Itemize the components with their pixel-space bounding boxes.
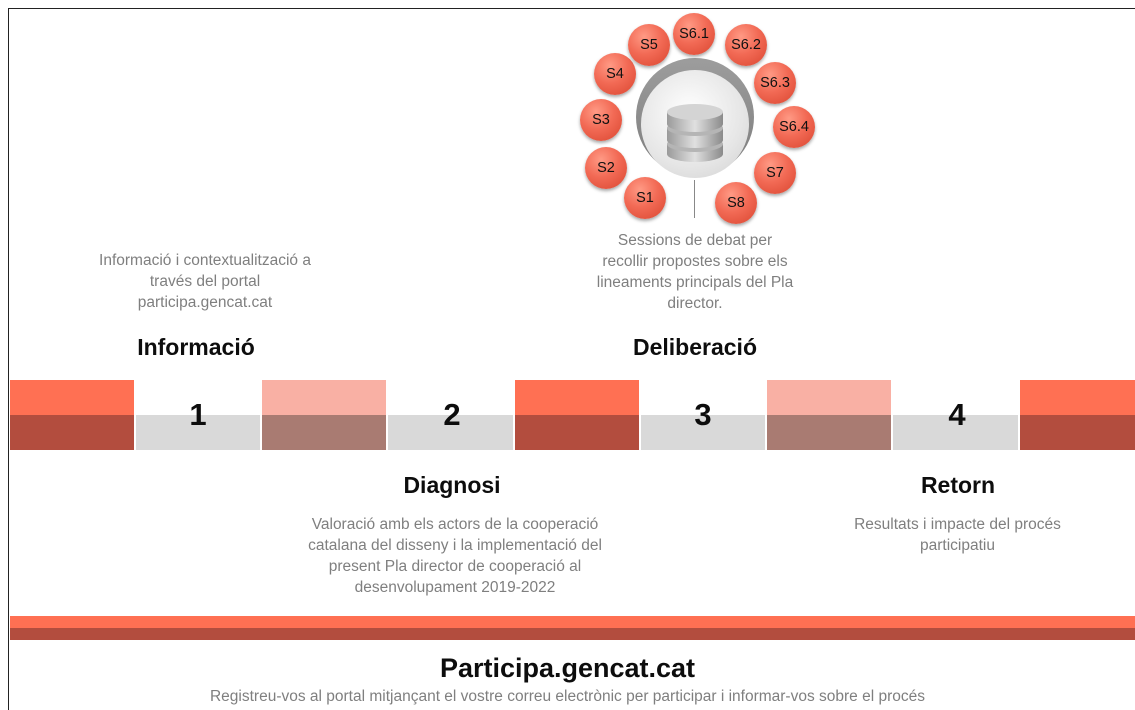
hub-connector-line — [694, 180, 695, 218]
band-block-4-top — [767, 380, 891, 415]
band-gap-4 — [893, 415, 1018, 450]
band-gap-2 — [388, 415, 513, 450]
band-block-1-top — [10, 380, 134, 415]
band-block-5-bottom — [1020, 415, 1135, 450]
database-icon — [667, 104, 723, 162]
informacio-desc-line-2: través del portal — [149, 273, 261, 290]
step-number-1: 1 — [189, 397, 207, 432]
session-bubble-s1: S1 — [624, 177, 666, 219]
deliberacio-desc-line-1: Sessions de debat per — [617, 232, 773, 249]
step-number-4: 4 — [948, 397, 966, 432]
database-hub — [641, 70, 749, 178]
step-number-2: 2 — [443, 397, 461, 432]
informacio-title: Informació — [137, 334, 255, 360]
deliberacio-title: Deliberació — [633, 334, 757, 360]
band-gap-3 — [641, 415, 765, 450]
band-block-3-top — [515, 380, 639, 415]
session-bubble-s2: S2 — [585, 147, 627, 189]
session-bubble-s8: S8 — [715, 182, 757, 224]
band-block-4-bottom — [767, 415, 891, 450]
session-bubble-s3: S3 — [580, 99, 622, 141]
retorn-desc-line-2: participatiu — [920, 537, 995, 554]
informacio-desc-line-1: Informació i contextualització a — [99, 252, 311, 269]
band-block-2-top — [262, 380, 386, 415]
session-bubble-s6-1: S6.1 — [673, 13, 715, 55]
session-bubble-s6-2: S6.2 — [725, 24, 767, 66]
session-bubble-s7: S7 — [754, 152, 796, 194]
band-gap-1 — [136, 415, 260, 450]
informacio-desc-line-3: participa.gencat.cat — [137, 294, 273, 311]
informacio-description: Informació i contextualització a través … — [60, 250, 350, 313]
deliberacio-desc-line-4: director. — [667, 295, 723, 312]
diagnosi-title: Diagnosi — [403, 472, 501, 498]
footer-text: Registreu-vos al portal mitjançant el vo… — [209, 688, 925, 705]
diagnosi-desc-line-3: present Pla director de cooperació al — [328, 558, 582, 575]
diagnosi-desc-line-1: Valoració amb els actors de la cooperaci… — [311, 516, 599, 533]
diagnosi-desc-line-4: desenvolupament 2019-2022 — [354, 579, 556, 596]
deliberacio-desc-line-2: recollir propostes sobre els — [602, 253, 788, 270]
footer-bar-bottom — [10, 628, 1135, 640]
retorn-title: Retorn — [920, 472, 996, 498]
session-bubble-s4: S4 — [594, 53, 636, 95]
diagnosi-description: Valoració amb els actors de la cooperaci… — [270, 514, 640, 598]
retorn-description: Resultats i impacte del procés participa… — [820, 514, 1095, 556]
band-block-5-top — [1020, 380, 1135, 415]
band-block-2-bottom — [262, 415, 386, 450]
step-number-3: 3 — [694, 397, 712, 432]
session-bubble-s6-4: S6.4 — [773, 106, 815, 148]
band-block-3-bottom — [515, 415, 639, 450]
footer-bar-top — [10, 616, 1135, 628]
session-bubble-s5: S5 — [628, 24, 670, 66]
band-block-1-bottom — [10, 415, 134, 450]
deliberacio-desc-line-3: lineaments principals del Pla — [596, 274, 794, 291]
session-bubble-s6-3: S6.3 — [754, 62, 796, 104]
retorn-desc-line-1: Resultats i impacte del procés — [854, 516, 1061, 533]
deliberacio-description: Sessions de debat per recollir propostes… — [560, 230, 830, 314]
footer-title: Participa.gencat.cat — [439, 653, 696, 683]
diagnosi-desc-line-2: catalana del disseny i la implementació … — [308, 537, 602, 554]
diagram-frame — [8, 8, 1135, 710]
